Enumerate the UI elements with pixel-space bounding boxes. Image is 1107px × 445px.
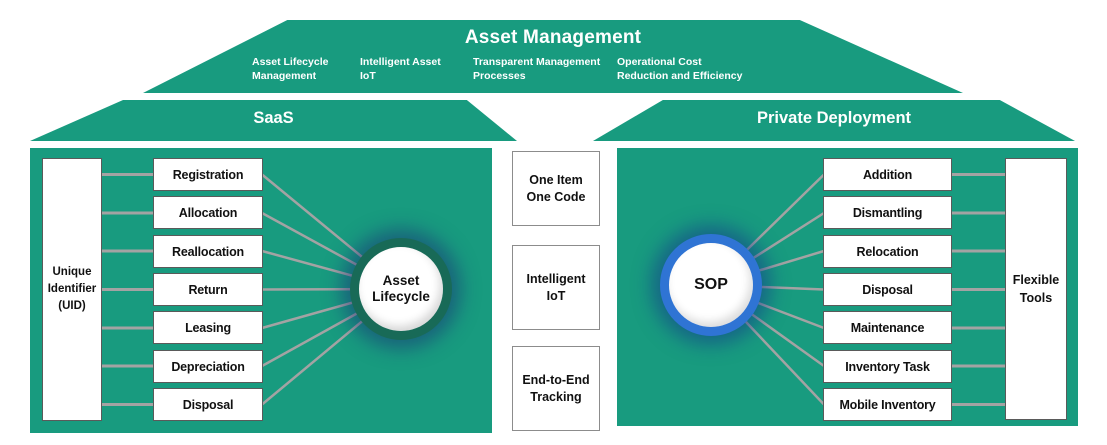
lifecycle-item-disposal: Disposal <box>153 388 263 421</box>
roof-feature-cost: Operational Cost Reduction and Efficienc… <box>617 56 743 82</box>
lifecycle-item-leasing: Leasing <box>153 311 263 344</box>
roof-feature-iot: Intelligent Asset IoT <box>360 56 441 82</box>
private-deployment-roof: Private Deployment <box>593 100 1075 141</box>
lifecycle-item-allocation: Allocation <box>153 196 263 229</box>
flexible-tools-box: Flexible Tools <box>1005 158 1067 420</box>
sop-item-mobile-inventory: Mobile Inventory <box>823 388 952 421</box>
lifecycle-item-reallocation: Reallocation <box>153 235 263 268</box>
sop-item-disposal: Disposal <box>823 273 952 306</box>
sop-item-maintenance: Maintenance <box>823 311 952 344</box>
feature-box-end-to-end-tracking: End-to-End Tracking <box>512 346 600 431</box>
roof-title: Asset Management <box>464 27 642 48</box>
asset-lifecycle-hub: Asset Lifecycle <box>350 238 452 340</box>
roof-feature-transparent: Transparent Management Processes <box>473 56 601 82</box>
feature-box-intelligent-iot: Intelligent IoT <box>512 245 600 330</box>
feature-box-one-item-one-code: One Item One Code <box>512 151 600 226</box>
lifecycle-item-return: Return <box>153 273 263 306</box>
sop-item-addition: Addition <box>823 158 952 191</box>
saas-panel: Unique Identifier (UID) Registration All… <box>30 148 492 433</box>
sop-hub: SOP <box>660 234 762 336</box>
saas-label: SaaS <box>253 109 294 127</box>
private-deployment-panel: SOP Addition Dismantling Relocation Disp… <box>617 148 1078 426</box>
lifecycle-item-depreciation: Depreciation <box>153 350 263 383</box>
roof-feature-lifecycle: Asset Lifecycle Management <box>252 56 329 82</box>
asset-management-roof: Asset Management Asset Lifecycle Managem… <box>143 20 963 93</box>
sop-item-inventory-task: Inventory Task <box>823 350 952 383</box>
sop-item-dismantling: Dismantling <box>823 196 952 229</box>
sop-item-relocation: Relocation <box>823 235 952 268</box>
private-deployment-label: Private Deployment <box>756 109 912 127</box>
asset-lifecycle-hub-label: Asset Lifecycle <box>372 273 430 304</box>
uid-box: Unique Identifier (UID) <box>42 158 102 421</box>
sop-hub-label: SOP <box>694 275 728 293</box>
lifecycle-item-registration: Registration <box>153 158 263 191</box>
saas-roof: SaaS <box>30 100 517 141</box>
